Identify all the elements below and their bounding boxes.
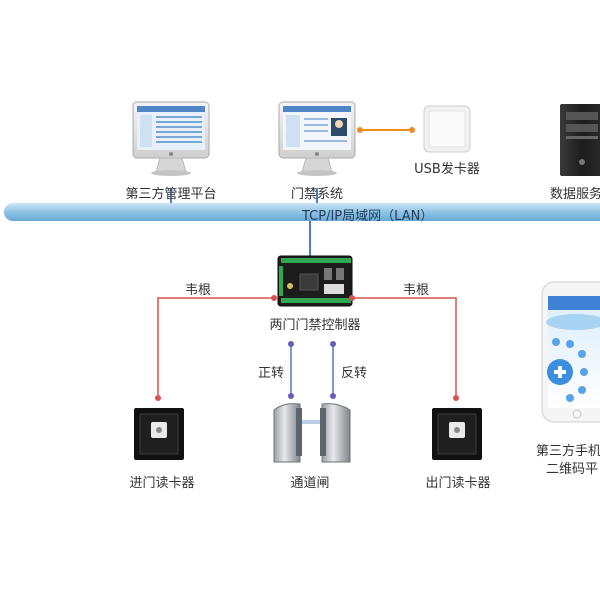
mobile-label-line2: 二维码平 <box>546 462 599 477</box>
access-system-label: 门禁系统 <box>290 187 344 202</box>
access-system-monitor-icon <box>278 101 356 176</box>
usb-reader-label: USB发卡器 <box>414 162 480 177</box>
usb-card-reader-icon <box>423 105 471 153</box>
entry-reader-label: 进门读卡器 <box>129 476 195 491</box>
access-controller-board-icon <box>277 255 353 307</box>
wiegand-right-label: 韦根 <box>402 283 430 298</box>
reverse-label: 反转 <box>341 366 368 381</box>
wiegand-right-link <box>352 297 457 398</box>
exit-reader-label: 出门读卡器 <box>425 476 491 491</box>
db-server-label: 数据服务 <box>550 187 600 202</box>
mobile-phone-icon <box>541 281 600 423</box>
mobile-label-line1: 第三方手机 <box>536 444 600 459</box>
forward-label: 正转 <box>258 366 285 381</box>
mgmt-platform-monitor-icon <box>132 101 210 176</box>
lan-bus <box>4 203 600 221</box>
turnstile-label: 通道闸 <box>290 476 330 491</box>
exit-card-reader-icon <box>432 408 482 460</box>
turnstile-gate-icon <box>273 403 351 463</box>
mgmt-platform-label: 第三方管理平台 <box>125 187 217 202</box>
controller-label: 两门门禁控制器 <box>269 318 361 333</box>
database-server-icon <box>560 104 600 176</box>
entry-card-reader-icon <box>134 408 184 460</box>
wiegand-left-link <box>157 297 274 398</box>
lan-label: TCP/IP局域网（LAN） <box>302 209 434 224</box>
wiegand-left-label: 韦根 <box>184 283 212 298</box>
